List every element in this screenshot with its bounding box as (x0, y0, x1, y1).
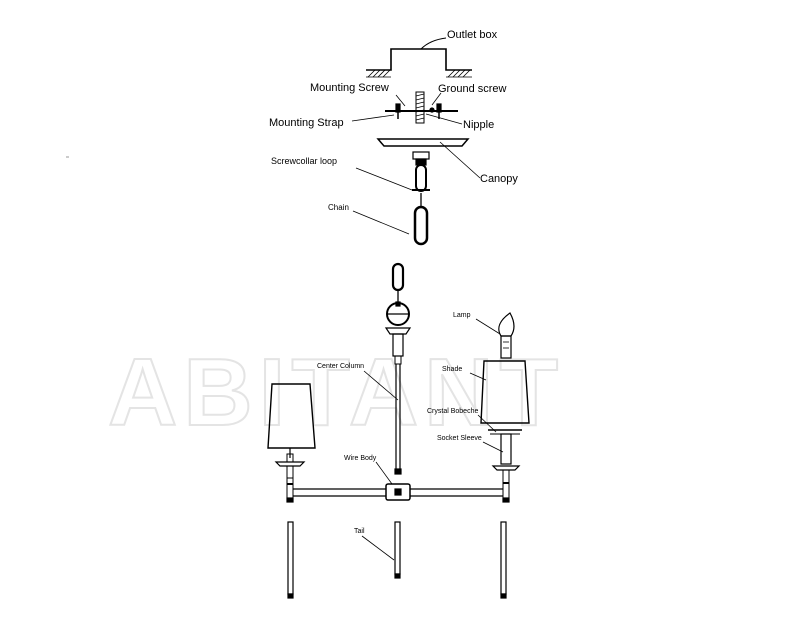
horizontal-arms (293, 488, 503, 497)
tail-right (500, 521, 507, 599)
tail-center (394, 521, 401, 579)
outlet-box (366, 48, 472, 78)
label-shade: Shade (442, 366, 462, 373)
center-column (384, 327, 412, 475)
label-outlet-box: Outlet box (447, 29, 498, 41)
label-crystal-bobeche: Crystal Bobeche (427, 408, 478, 415)
label-tail: Tail (354, 528, 365, 535)
label-screwcollar-loop: Screwcollar loop (271, 156, 337, 166)
label-lamp: Lamp (453, 312, 471, 319)
mounting-screw (395, 103, 442, 119)
ground-screw-icon (429, 107, 435, 113)
label-chain: Chain (328, 203, 349, 212)
canopy (376, 138, 470, 147)
chain (413, 193, 429, 246)
label-center-column: Center Column (317, 363, 364, 370)
label-canopy: Canopy (480, 173, 518, 185)
watermark: ABITANT (108, 339, 564, 446)
wire-body (385, 483, 411, 501)
label-socket-sleeve: Socket Sleeve (437, 435, 482, 442)
tail-left (287, 521, 294, 599)
left-arm-assembly (267, 383, 316, 503)
label-mounting-strap: Mounting Strap (269, 117, 344, 129)
label-mounting-screw: Mounting Screw (310, 82, 389, 94)
label-nipple: Nipple (463, 119, 494, 131)
screwcollar-loop (412, 151, 430, 192)
label-ground-screw: Ground screw (438, 83, 507, 95)
nipple (415, 91, 425, 124)
top-loop (386, 262, 410, 326)
label-wire-body: Wire Body (344, 455, 377, 462)
